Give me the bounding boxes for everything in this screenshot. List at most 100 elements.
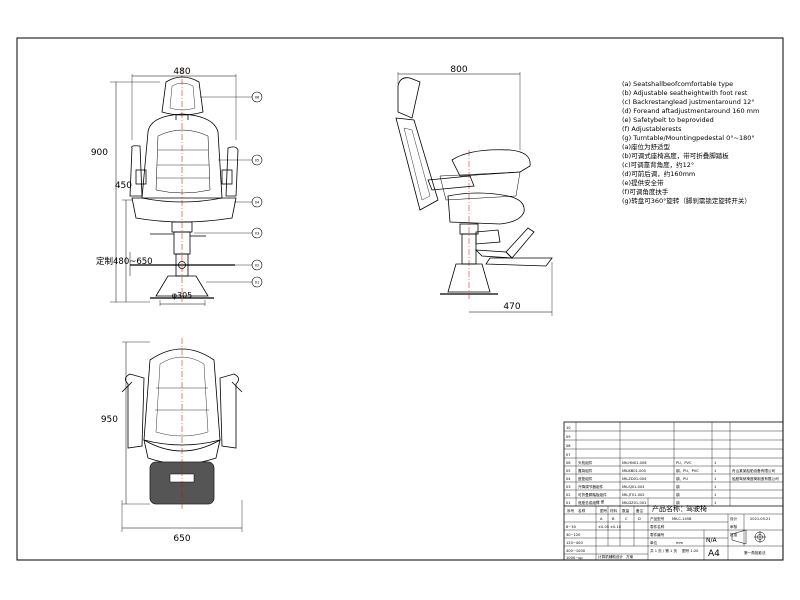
svg-text:N/A: N/A [706,537,718,544]
svg-text:MK-SJ01-003: MK-SJ01-003 [622,485,644,489]
tolerance-table: 公 差 A B C D 6~30 ±0.05 ±0.10 30~120 120~… [566,499,641,560]
svg-text:02: 02 [566,493,571,497]
svg-text:单位: 单位 [650,540,658,545]
sheet-border [16,37,784,561]
svg-text:1: 1 [714,477,716,481]
note-f-zh: (f)可调角度扶手 [622,187,669,196]
parts-list: 头枕组件 MK-HN01-006 PU、PVC 1 靠背组件 MK-KB01-0… [578,460,779,505]
svg-text:03: 03 [566,485,571,489]
svg-text:±0.10: ±0.10 [610,525,622,529]
svg-text:MK-DZ01-001: MK-DZ01-001 [622,501,646,505]
svg-text:±0.05: ±0.05 [598,525,609,529]
svg-text:图号: 图号 [600,508,608,513]
note-a-en: (a) Seatshallbeofcomfortable type [622,80,733,88]
svg-text:序号: 序号 [567,508,575,513]
svg-text:升降调节器组件: 升降调节器组件 [578,484,604,489]
dim-top-width: 650 [173,534,190,544]
svg-text:第一角投影法: 第一角投影法 [744,550,766,555]
svg-text:01: 01 [255,280,260,284]
svg-text:1: 1 [714,501,716,505]
side-view [395,72,553,316]
note-c-en: (c) Backrestanglead justmentaround 12° [622,98,754,106]
svg-text:400~1000: 400~1000 [566,549,586,553]
row-numbers: 10 09 08 07 06 05 04 03 02 01 [566,426,571,505]
projection-symbol-icon [731,529,766,545]
svg-text:PU、PVC: PU、PVC [676,461,692,465]
svg-text:产品型号: 产品型号 [650,516,665,521]
note-e-en: (e) Safetybelt to beprovided [622,116,714,124]
balloon-01: 01 [251,276,263,288]
dim-seat-height: 450 [115,181,132,191]
svg-text:2021.05.21: 2021.05.21 [750,517,771,521]
note-a-zh: (a)座位为舒适型 [622,142,671,151]
svg-text:B: B [612,517,615,521]
svg-text:06: 06 [255,95,260,99]
svg-text:MK-JT01-002: MK-JT01-002 [622,493,645,497]
balloon-03: 03 [251,227,263,239]
svg-text:座垫组件: 座垫组件 [578,476,593,481]
svg-text:04: 04 [255,200,260,204]
svg-text:1: 1 [714,461,716,465]
svg-text:MK-C-145B: MK-C-145B [672,517,692,521]
svg-text:方案: 方案 [626,554,634,559]
requirements-notes: (a) Seatshallbeofcomfortable type (b) Ad… [622,80,759,205]
note-b-en: (b) Adjustable seatheightwith foot rest [622,89,748,97]
svg-text:船舶驾驶椅座椅制造有限公司: 船舶驾驶椅座椅制造有限公司 [732,476,779,481]
svg-text:产品名称：: 产品名称： [652,504,687,513]
top-view [121,338,243,532]
balloon-06: 06 [251,91,263,103]
dim-base-diameter: φ305 [172,291,193,300]
svg-text:钢: 钢 [676,500,680,505]
svg-text:30~120: 30~120 [566,533,581,537]
svg-text:07: 07 [566,453,571,457]
note-g-en: (g) Turntable/Mountingpedestal 0°~180° [622,134,755,142]
svg-text:钢、PU、PVC: 钢、PU、PVC [676,468,699,473]
svg-text:共 1 页 / 第 1 页: 共 1 页 / 第 1 页 [650,548,677,553]
svg-text:钢: 钢 [676,492,680,497]
svg-text:1: 1 [714,493,716,497]
svg-text:1: 1 [714,485,716,489]
svg-text:底座总成组件: 底座总成组件 [578,500,600,505]
svg-text:备注: 备注 [636,508,644,513]
svg-text:mm: mm [676,541,684,545]
note-f-en: (f) Adjustablerests [622,125,682,133]
svg-text:零件名称: 零件名称 [650,524,665,529]
svg-text:名称: 名称 [578,508,586,513]
svg-text:01: 01 [566,501,571,505]
svg-text:设计: 设计 [730,516,738,521]
svg-text:C: C [625,517,628,521]
svg-text:MK-ZD01-004: MK-ZD01-004 [622,477,647,481]
parts-list-header: 序号 名称 图号 材料 数量 备注 [567,508,644,513]
title-block: 10 09 08 07 06 05 04 03 02 01 头枕组件 MK-HN… [563,421,784,561]
balloon-05: 05 [251,154,263,166]
dim-footrest: 470 [503,302,520,312]
svg-text:审核: 审核 [730,524,738,529]
note-g-zh: (g)转盘可360°旋转（脚刹需锁定旋转开关） [622,196,751,205]
svg-text:材料: 材料 [610,508,618,513]
svg-text:1000~up: 1000~up [566,556,583,560]
svg-text:02: 02 [255,263,260,267]
dim-top-depth: 950 [101,415,118,425]
svg-text:08: 08 [566,444,571,448]
svg-text:09: 09 [566,435,571,439]
svg-text:05: 05 [566,469,571,473]
svg-text:A4: A4 [708,549,720,559]
svg-text:靠背组件: 靠背组件 [578,468,593,473]
svg-text:03: 03 [255,231,260,235]
svg-text:钢: 钢 [676,484,680,489]
svg-text:头枕组件: 头枕组件 [578,460,593,465]
balloon-04: 04 [251,196,263,208]
note-b-zh: (b)可调式座椅高度，带可折叠脚踏板 [622,151,729,160]
svg-text:驾驶椅: 驾驶椅 [686,504,707,513]
svg-text:MK-HN01-006: MK-HN01-006 [622,461,647,465]
dim-front-height: 900 [91,148,108,158]
front-view [110,68,252,306]
svg-text:钢、PU: 钢、PU [676,476,688,481]
svg-text:图号 1:20: 图号 1:20 [682,548,699,553]
note-d-zh: (d)可前后调，约160mm [622,169,695,178]
svg-text:计算机辅助设计: 计算机辅助设计 [598,554,624,559]
svg-text:A: A [600,517,603,521]
svg-text:可折叠脚踏板组件: 可折叠脚踏板组件 [578,492,607,497]
svg-text:6~30: 6~30 [566,525,577,529]
